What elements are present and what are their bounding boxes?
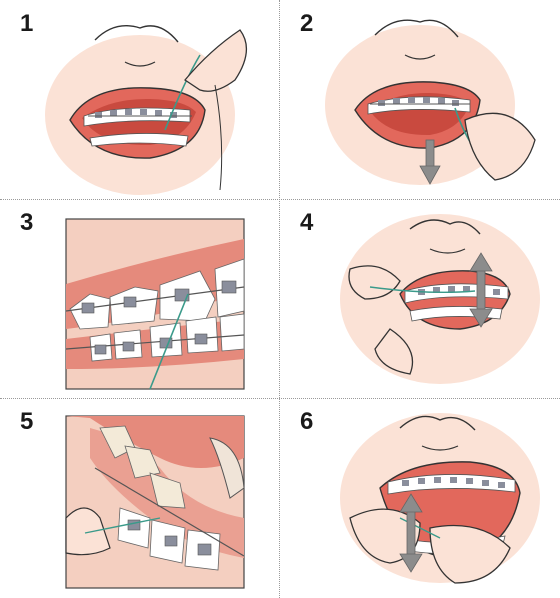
step-3-panel: 3 <box>0 199 280 398</box>
step-number: 1 <box>20 10 33 38</box>
step-1-illustration <box>0 0 280 199</box>
step-1-panel: 1 <box>0 0 280 199</box>
step-2-panel: 2 <box>280 0 560 199</box>
step-2-illustration <box>280 0 560 199</box>
step-number: 6 <box>300 408 313 436</box>
grid-divider-horizontal-1 <box>0 199 560 201</box>
step-3-illustration <box>0 199 280 398</box>
step-4-panel: 4 <box>280 199 560 398</box>
step-6-panel: 6 <box>280 398 560 597</box>
step-4-illustration <box>280 199 560 398</box>
grid-divider-horizontal-2 <box>0 398 560 400</box>
step-number: 3 <box>20 209 33 237</box>
grid-divider-vertical <box>279 0 281 598</box>
step-5-illustration <box>0 398 280 597</box>
step-number: 5 <box>20 408 33 436</box>
step-5-panel: 5 <box>0 398 280 597</box>
step-number: 2 <box>300 10 313 38</box>
step-number: 4 <box>300 209 313 237</box>
hand <box>465 113 535 180</box>
step-6-illustration <box>280 398 560 597</box>
